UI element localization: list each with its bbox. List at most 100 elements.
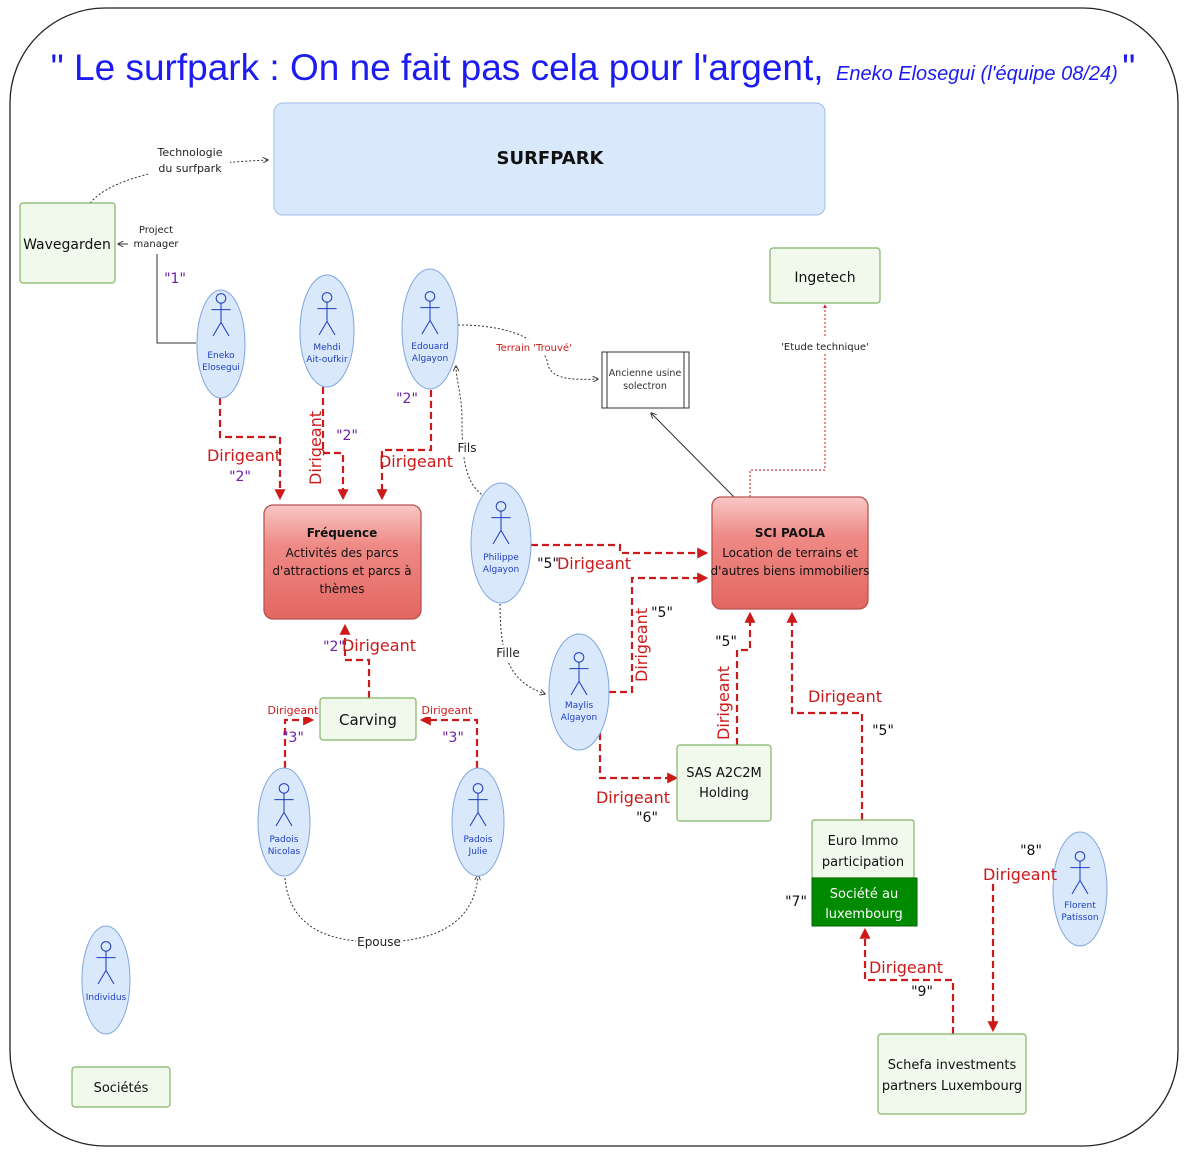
edge-fils: [456, 366, 493, 501]
legend-individus: Individus: [81, 925, 131, 1035]
number-3-julie: "3": [442, 730, 464, 746]
edge-sci-usine: [651, 413, 735, 498]
number-5-euro: "5": [872, 723, 894, 739]
number-8: "8": [1020, 843, 1042, 859]
wavegarden-label: Wavegarden: [23, 237, 111, 253]
number-5-maylis: "5": [651, 605, 673, 621]
edge-carving-frequence: [339, 623, 371, 698]
edge-julie-carving: [419, 714, 479, 768]
carving-label: Carving: [339, 711, 397, 729]
number-2-eneko: "2": [229, 469, 251, 485]
number-2-carving: "2": [323, 639, 345, 655]
label-dirigeant-nicolas: Dirigeant: [268, 704, 320, 717]
number-1: "1": [164, 271, 186, 287]
edge-etude-technique: [749, 304, 827, 497]
number-3-nicolas: "3": [282, 730, 304, 746]
label-dirigeant-julie: Dirigeant: [422, 704, 474, 717]
edge-mehdi-frequence: [321, 387, 349, 501]
edge-nicolas-carving: [283, 714, 315, 768]
number-6: "6": [636, 810, 658, 826]
label-dirigeant-florent: Dirigeant: [983, 865, 1057, 884]
legend-societes-label: Sociétés: [94, 1081, 149, 1096]
label-fille: Fille: [496, 646, 519, 660]
number-7: "7": [785, 894, 807, 910]
number-2-mehdi: "2": [336, 428, 358, 444]
sci-paola-title: SCI PAOLA: [755, 526, 826, 540]
legend-individus-label: Individus: [86, 993, 127, 1003]
label-dirigeant-edouard: Dirigeant: [379, 452, 453, 471]
label-dirigeant-mehdi: Dirigeant: [306, 411, 325, 485]
label-epouse: Epouse: [357, 935, 401, 949]
label-technologie-bg: [150, 143, 230, 177]
edge-euro-sci: [786, 611, 864, 820]
number-5-philippe: "5": [537, 556, 559, 572]
number-2-edouard: "2": [396, 391, 418, 407]
label-dirigeant-euro: Dirigeant: [808, 687, 882, 706]
label-dirigeant-schefa: Dirigeant: [869, 958, 943, 977]
carving-node[interactable]: Carving: [319, 697, 417, 741]
label-etude-technique: 'Etude technique': [781, 342, 869, 353]
label-dirigeant-eneko: Dirigeant: [207, 446, 281, 465]
edge-sas-sci: [735, 611, 756, 745]
label-fils: Fils: [458, 441, 477, 455]
surfpark-box[interactable]: [273, 102, 826, 216]
edge-philippe-sci: [531, 543, 709, 559]
edge-eneko-frequence: [218, 398, 286, 501]
edge-edouard-frequence: [376, 390, 433, 501]
edge-maylis-sci: [609, 572, 709, 694]
frequence-title: Fréquence: [307, 526, 378, 540]
label-dirigeant-carving: Dirigeant: [342, 636, 416, 655]
edge-maylis-sas: [598, 733, 679, 784]
number-5-sas: "5": [715, 634, 737, 650]
title-author: Eneko Elosegui (l'équipe 08/24): [836, 63, 1118, 85]
legend-societes: Sociétés: [71, 1066, 171, 1108]
wavegarden-node[interactable]: Wavegarden: [19, 202, 116, 284]
label-dirigeant-maylis-sci: Dirigeant: [632, 608, 651, 682]
surfpark-label: SURFPARK: [496, 148, 604, 169]
label-dirigeant-philippe: Dirigeant: [557, 554, 631, 573]
ingetech-label: Ingetech: [794, 270, 855, 286]
number-9: "9": [911, 984, 933, 1000]
label-terrain-trouve: Terrain 'Trouvé': [495, 342, 572, 354]
ingetech-node[interactable]: Ingetech: [769, 247, 881, 304]
page-title: " Le surfpark : On ne fait pas cela pour…: [51, 47, 1136, 88]
edge-schefa-euro: [859, 927, 955, 1034]
title-main: " Le surfpark : On ne fait pas cela pour…: [51, 47, 824, 88]
label-dirigeant-sas: Dirigeant: [714, 666, 733, 740]
edge-terrain-trouve: [457, 324, 598, 379]
label-dirigeant-maylis-sas: Dirigeant: [596, 788, 670, 807]
